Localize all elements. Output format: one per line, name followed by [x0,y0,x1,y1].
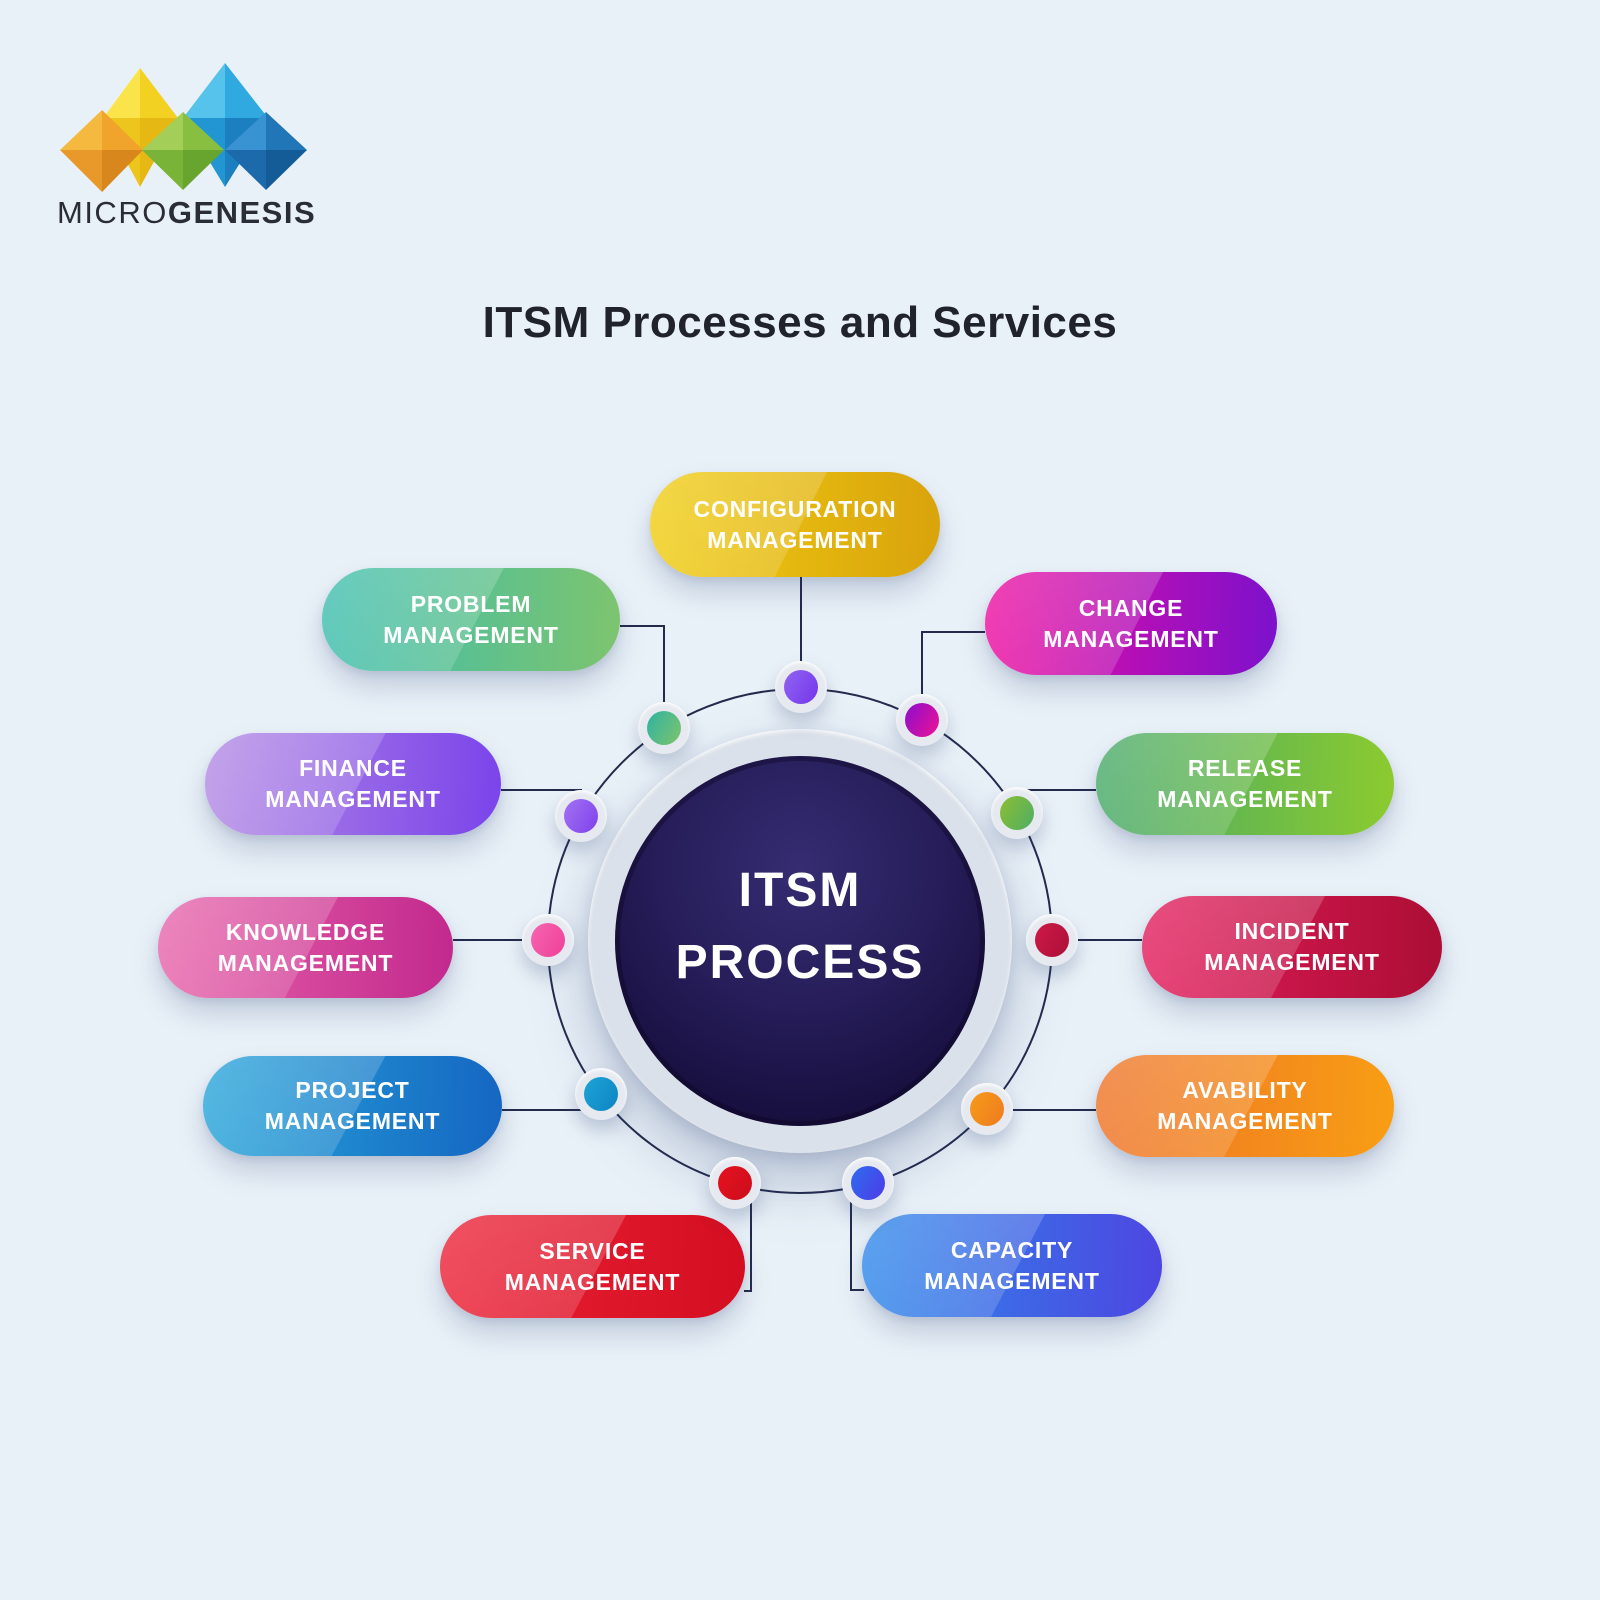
node-label-line2: MANAGEMENT [1204,949,1380,975]
node-label-line1: SERVICE [539,1237,646,1264]
orbit-dot-configuration [775,661,827,713]
connector-service [744,1198,752,1292]
node-pill-label: CAPACITY MANAGEMENT [924,1235,1099,1297]
node-pill-label: AVABILITY MANAGEMENT [1157,1075,1332,1137]
node-label-line2: MANAGEMENT [217,949,394,976]
node-pill-service: SERVICE MANAGEMENT [440,1215,745,1318]
orbit-dot-release [991,787,1043,839]
node-pill-label: CONFIGURATION MANAGEMENT [694,494,897,556]
orbit-dot-inner-configuration [784,670,818,704]
orbit-dot-avability [961,1083,1013,1135]
node-label-line1: INCIDENT [1234,918,1350,944]
node-pill-release: RELEASE MANAGEMENT [1096,733,1394,835]
orbit-dot-inner-avability [970,1092,1004,1126]
orbit-dot-problem [638,702,690,754]
orbit-dot-inner-knowledge [531,923,565,957]
node-label-line2: MANAGEMENT [383,621,559,648]
node-label-line2: MANAGEMENT [264,1108,441,1134]
orbit-dot-service [709,1157,761,1209]
node-label-line2: MANAGEMENT [707,526,883,553]
orbit-dot-inner-problem [647,711,681,745]
node-label-line2: MANAGEMENT [924,1267,1100,1294]
node-pill-problem: PROBLEM MANAGEMENT [322,568,620,671]
logo-wordmark-micro: MICRO [57,195,168,230]
orbit-dot-project [575,1068,627,1120]
logo-wordmark-genesis: GENESIS [167,195,317,230]
orbit-dot-knowledge [522,914,574,966]
node-pill-label: KNOWLEDGE MANAGEMENT [218,917,393,979]
logo-wordmark: MICROGENESIS [57,195,316,231]
center-label-line1: ITSM [738,864,862,917]
node-label-line2: MANAGEMENT [265,786,441,812]
node-label-line1: CHANGE [1078,594,1184,621]
node-pill-finance: FINANCE MANAGEMENT [205,733,501,835]
microgenesis-logo: MICROGENESIS [0,0,380,260]
node-pill-label: PROJECT MANAGEMENT [265,1075,440,1137]
node-pill-label: RELEASE MANAGEMENT [1157,753,1332,815]
orbit-dot-finance [555,790,607,842]
node-label-line1: CAPACITY [950,1236,1074,1263]
node-label-line2: MANAGEMENT [1043,625,1219,652]
orbit-dot-inner-change [905,703,939,737]
node-label-line2: MANAGEMENT [1157,786,1333,812]
node-label-line2: MANAGEMENT [1157,1108,1333,1134]
center-circle: ITSM PROCESS [588,729,1012,1153]
orbit-dot-inner-service [718,1166,752,1200]
orbit-dot-capacity [842,1157,894,1209]
node-pill-label: INCIDENT MANAGEMENT [1204,916,1379,978]
node-pill-label: FINANCE MANAGEMENT [265,753,440,815]
orbit-dot-inner-finance [564,799,598,833]
orbit-dot-change [896,694,948,746]
node-pill-label: SERVICE MANAGEMENT [505,1236,680,1298]
center-circle-inner: ITSM PROCESS [615,756,985,1126]
orbit-dot-inner-capacity [851,1166,885,1200]
center-label-line2: PROCESS [675,936,925,989]
node-label-line1: AVABILITY [1182,1077,1308,1103]
center-label: ITSM PROCESS [676,855,925,999]
node-pill-configuration: CONFIGURATION MANAGEMENT [650,472,940,577]
node-label-line1: CONFIGURATION [693,495,897,522]
logo-diamonds-icon [60,63,307,192]
orbit-dot-inner-release [1000,796,1034,830]
orbit-dot-incident [1026,914,1078,966]
node-pill-capacity: CAPACITY MANAGEMENT [862,1214,1162,1317]
orbit-dot-inner-incident [1035,923,1069,957]
connector-problem [620,625,665,706]
node-pill-label: CHANGE MANAGEMENT [1043,593,1218,655]
node-label-line1: FINANCE [299,755,407,781]
node-pill-project: PROJECT MANAGEMENT [203,1056,502,1156]
node-label-line2: MANAGEMENT [504,1268,681,1295]
node-label-line1: KNOWLEDGE [225,918,386,945]
node-pill-incident: INCIDENT MANAGEMENT [1142,896,1442,998]
node-pill-avability: AVABILITY MANAGEMENT [1096,1055,1394,1157]
node-pill-knowledge: KNOWLEDGE MANAGEMENT [158,897,453,998]
orbit-dot-inner-project [584,1077,618,1111]
node-label-line1: PROJECT [295,1077,410,1103]
connector-capacity [850,1202,864,1291]
page-title: ITSM Processes and Services [482,298,1118,347]
node-label-line1: RELEASE [1187,755,1303,781]
connector-change [921,631,985,698]
node-pill-change: CHANGE MANAGEMENT [985,572,1277,675]
node-label-line1: PROBLEM [410,590,532,617]
node-pill-label: PROBLEM MANAGEMENT [383,589,558,651]
